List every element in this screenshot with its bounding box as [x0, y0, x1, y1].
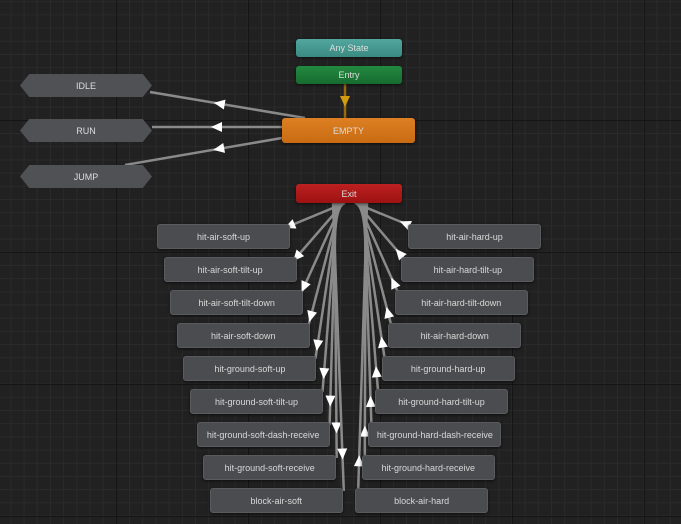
transition-arrow-icon	[371, 366, 382, 378]
state-label: block-air-hard	[394, 495, 450, 506]
state-label: hit-ground-hard-receive	[381, 462, 476, 473]
transition-arrow-icon	[395, 248, 407, 261]
transition-exit-left[interactable]	[331, 202, 346, 492]
state-hit-air-soft-tilt-down[interactable]: hit-air-soft-tilt-down	[170, 290, 304, 315]
transition-arrow-icon	[378, 336, 388, 349]
transition-exit-right[interactable]	[356, 202, 369, 491]
state-label: hit-ground-soft-receive	[224, 462, 315, 473]
substate-machine-jump[interactable]: JUMP	[20, 165, 152, 188]
state-hit-ground-soft-up[interactable]: hit-ground-soft-up	[183, 356, 317, 381]
transition-arrow-icon	[313, 339, 324, 351]
state-hit-ground-hard-dash-receive[interactable]: hit-ground-hard-dash-receive	[368, 422, 502, 447]
transition-arrow-icon	[307, 310, 317, 322]
state-label: hit-air-hard-down	[420, 330, 489, 341]
transition-arrow-icon	[301, 280, 311, 293]
state-label: hit-air-soft-down	[211, 330, 276, 341]
state-label: hit-ground-soft-tilt-up	[214, 396, 299, 407]
any-state-label: Any State	[329, 43, 369, 53]
state-label: hit-ground-soft-up	[214, 363, 286, 374]
transition-arrow-icon	[391, 277, 401, 290]
entry-node[interactable]: Entry	[296, 66, 402, 84]
state-label: hit-air-hard-tilt-down	[421, 297, 502, 308]
state-label: hit-ground-hard-tilt-up	[398, 396, 485, 407]
state-hit-air-hard-tilt-up[interactable]: hit-air-hard-tilt-up	[401, 257, 535, 282]
state-hit-ground-soft-receive[interactable]: hit-ground-soft-receive	[203, 455, 337, 480]
state-hit-ground-soft-tilt-up[interactable]: hit-ground-soft-tilt-up	[190, 389, 323, 414]
substate-label: RUN	[76, 125, 96, 136]
transition-arrow-icon	[353, 455, 364, 467]
exit-label: Exit	[341, 188, 357, 199]
substate-machine-run[interactable]: RUN	[20, 119, 152, 142]
state-label: hit-air-hard-up	[446, 231, 503, 242]
transition-arrow-icon	[365, 395, 376, 408]
state-label: hit-ground-soft-dash-receive	[206, 429, 320, 440]
transition-arrow-icon	[325, 395, 336, 407]
state-hit-ground-hard-receive[interactable]: hit-ground-hard-receive	[361, 455, 495, 480]
empty-label: EMPTY	[332, 125, 364, 136]
transition-arrow-icon	[337, 448, 348, 460]
state-label: hit-ground-hard-up	[410, 363, 486, 374]
transition-to-jump[interactable]	[124, 136, 283, 167]
state-label: hit-ground-hard-dash-receive	[376, 429, 493, 440]
any-state-node[interactable]: Any State	[296, 39, 402, 57]
state-block-air-hard[interactable]: block-air-hard	[355, 488, 489, 513]
state-hit-air-hard-up[interactable]: hit-air-hard-up	[408, 224, 541, 249]
transition-arrow-icon	[340, 96, 350, 107]
exit-node[interactable]: Exit	[296, 184, 402, 203]
state-hit-ground-hard-tilt-up[interactable]: hit-ground-hard-tilt-up	[375, 389, 508, 414]
state-hit-air-soft-down[interactable]: hit-air-soft-down	[176, 323, 310, 348]
transition-arrow-icon	[211, 122, 222, 132]
state-hit-ground-hard-up[interactable]: hit-ground-hard-up	[381, 356, 515, 381]
transition-arrow-icon	[331, 422, 342, 434]
state-block-air-soft[interactable]: block-air-soft	[209, 488, 343, 513]
state-label: hit-air-soft-tilt-down	[198, 297, 275, 308]
state-hit-air-soft-tilt-up[interactable]: hit-air-soft-tilt-up	[163, 257, 297, 282]
transition-arrow-icon	[213, 99, 226, 110]
substate-label: JUMP	[73, 171, 99, 182]
substate-machine-idle[interactable]: IDLE	[20, 74, 152, 97]
state-label: block-air-soft	[250, 495, 303, 506]
transition-arrow-icon	[213, 143, 225, 153]
state-label: hit-air-hard-tilt-up	[433, 264, 503, 275]
state-hit-air-hard-down[interactable]: hit-air-hard-down	[388, 323, 522, 348]
empty-state-node[interactable]: EMPTY	[282, 118, 415, 143]
substate-label: IDLE	[75, 80, 96, 91]
state-hit-air-hard-tilt-down[interactable]: hit-air-hard-tilt-down	[394, 290, 528, 315]
state-hit-ground-soft-dash-receive[interactable]: hit-ground-soft-dash-receive	[196, 422, 330, 447]
transition-arrow-icon	[319, 367, 330, 380]
state-hit-air-soft-up[interactable]: hit-air-soft-up	[157, 224, 290, 249]
state-label: hit-air-soft-up	[196, 231, 250, 242]
entry-label: Entry	[338, 70, 360, 80]
state-label: hit-air-soft-tilt-up	[197, 264, 263, 275]
transition-arrow-icon	[359, 425, 370, 437]
transition-to-idle[interactable]	[149, 90, 306, 120]
transition-arrow-icon	[384, 306, 395, 319]
